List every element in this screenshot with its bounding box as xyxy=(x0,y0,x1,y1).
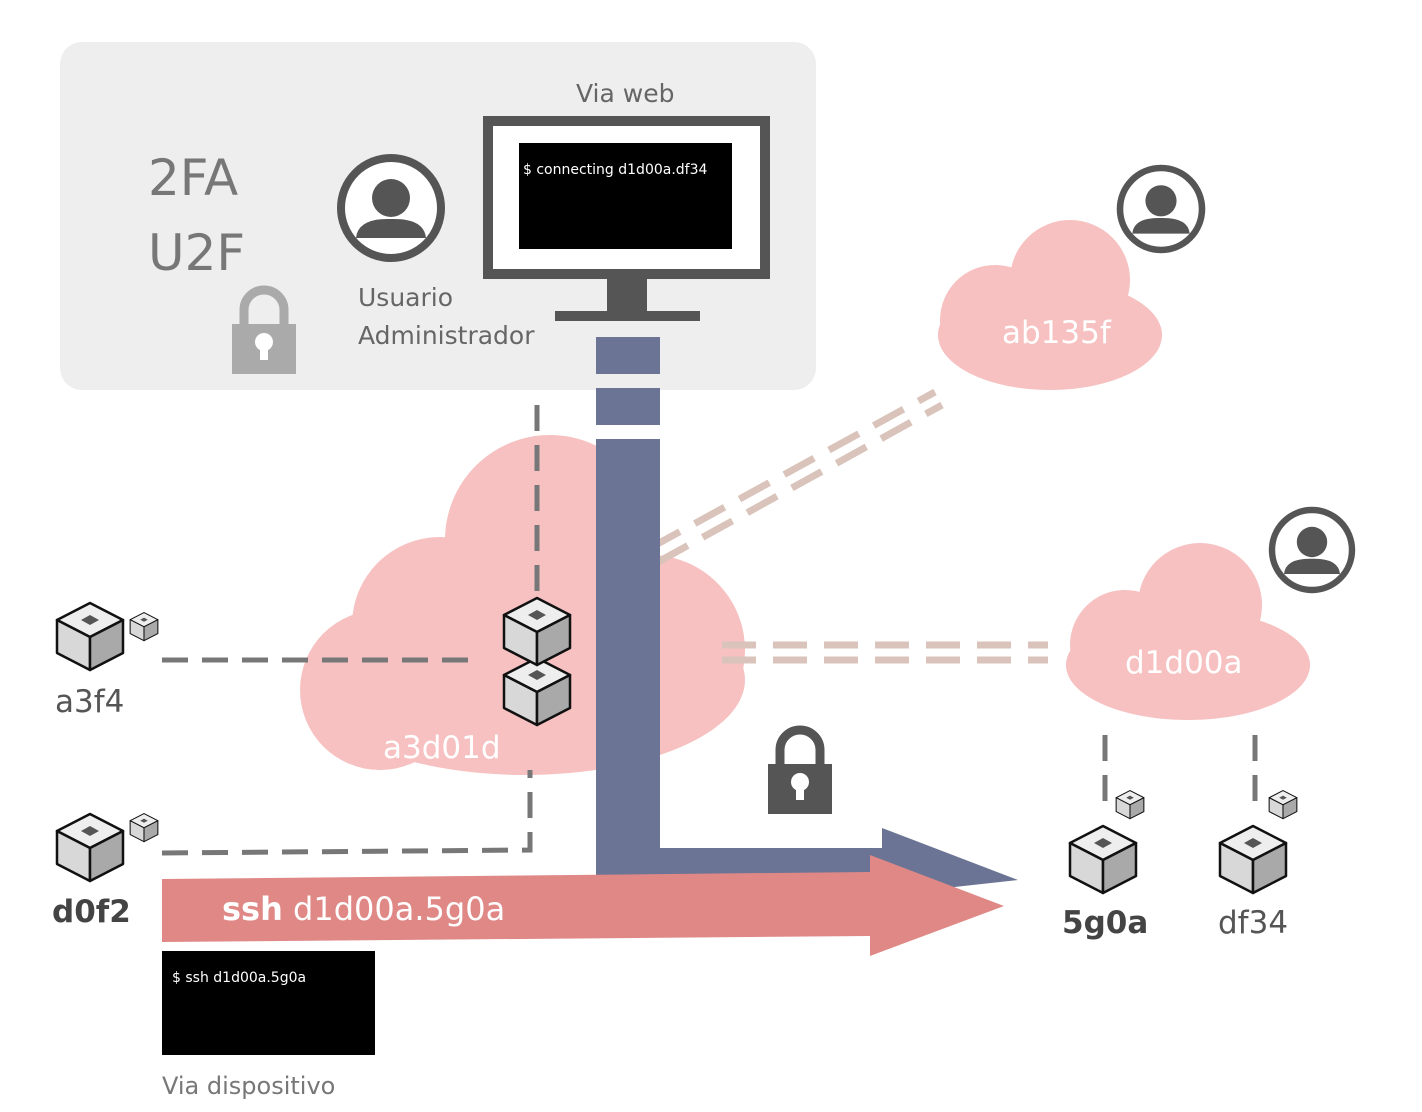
device-links-dark xyxy=(161,405,1258,856)
a3f4-small-device-icon xyxy=(129,612,159,642)
device-terminal xyxy=(162,951,375,1055)
via-dispositivo-label: Via dispositivo xyxy=(162,1072,335,1100)
5g0a-small-device-icon xyxy=(1115,790,1145,820)
ssh-arrow-label: ssh d1d00a.5g0a xyxy=(222,890,505,928)
d0f2-small-device-icon xyxy=(129,813,159,843)
d1d00a-user-icon xyxy=(1272,510,1352,590)
ssh-arrow xyxy=(162,855,1004,956)
a3f4-label: a3f4 xyxy=(55,684,124,720)
admin-label: Administrador xyxy=(358,321,535,350)
user-label: Usuario xyxy=(358,283,453,312)
auth-u2f-label: U2F xyxy=(148,224,245,282)
tunnel-lock-icon xyxy=(768,730,832,814)
ab135f-user-icon xyxy=(1120,168,1202,250)
tunnel-links-light xyxy=(648,388,1048,664)
cloud-a3d01d-label: a3d01d xyxy=(383,730,501,766)
cloud-ab135f xyxy=(938,220,1162,390)
5g0a-label: 5g0a xyxy=(1062,905,1148,941)
df34-label: df34 xyxy=(1218,905,1288,941)
device-terminal-text: $ ssh d1d00a.5g0a xyxy=(172,970,306,986)
a3f4-device-icon xyxy=(55,601,125,672)
cloud-d1d00a-label: d1d00a xyxy=(1125,645,1243,681)
monitor-terminal-text: $ connecting d1d00a.df34 xyxy=(523,162,708,178)
admin-user-icon xyxy=(341,158,441,258)
cloud-d1d00a xyxy=(1066,543,1310,720)
5g0a-device-icon xyxy=(1068,824,1138,895)
via-web-label: Via web xyxy=(576,79,674,108)
monitor-icon xyxy=(483,116,770,321)
cloud-ab135f-label: ab135f xyxy=(1002,315,1112,351)
d0f2-device-icon xyxy=(55,812,125,883)
d0f2-label: d0f2 xyxy=(52,894,131,930)
auth-2fa-label: 2FA xyxy=(148,149,238,207)
df34-device-icon xyxy=(1218,824,1288,895)
df34-small-device-icon xyxy=(1268,790,1298,820)
